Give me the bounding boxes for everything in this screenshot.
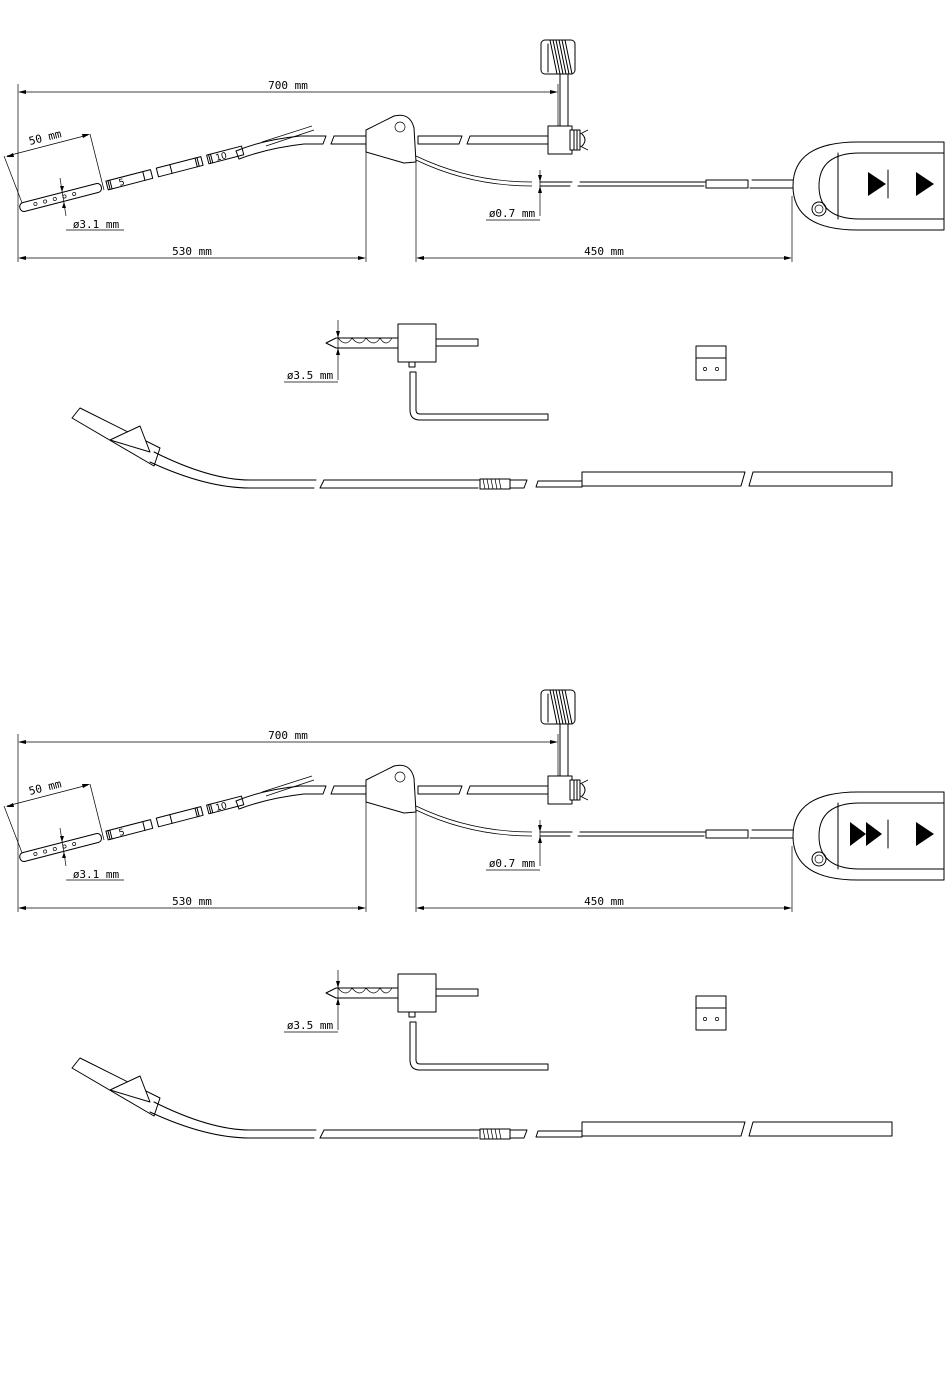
dim-wire-label: ø0.7 mm (489, 857, 536, 870)
dim-tube-label: ø3.1 mm (73, 868, 120, 881)
dim-tip-label: 50 mm (28, 777, 64, 798)
dim-drill-label: ø3.5 mm (287, 369, 334, 382)
dim-left-label: 530 mm (172, 895, 212, 908)
dim-drill-label: ø3.5 mm (287, 1019, 334, 1032)
dim-tube-label: ø3.1 mm (73, 218, 120, 231)
drawing-2 (4, 690, 944, 1139)
dim-right-label: 450 mm (584, 245, 624, 258)
dim-overall-label: 700 mm (268, 729, 308, 742)
dim-tip-label: 50 mm (28, 127, 64, 148)
dim-right-label: 450 mm (584, 895, 624, 908)
dim-wire-label: ø0.7 mm (489, 207, 536, 220)
dim-overall-label: 700 mm (268, 79, 308, 92)
dim-left-label: 530 mm (172, 245, 212, 258)
drawing-1 (4, 40, 944, 489)
